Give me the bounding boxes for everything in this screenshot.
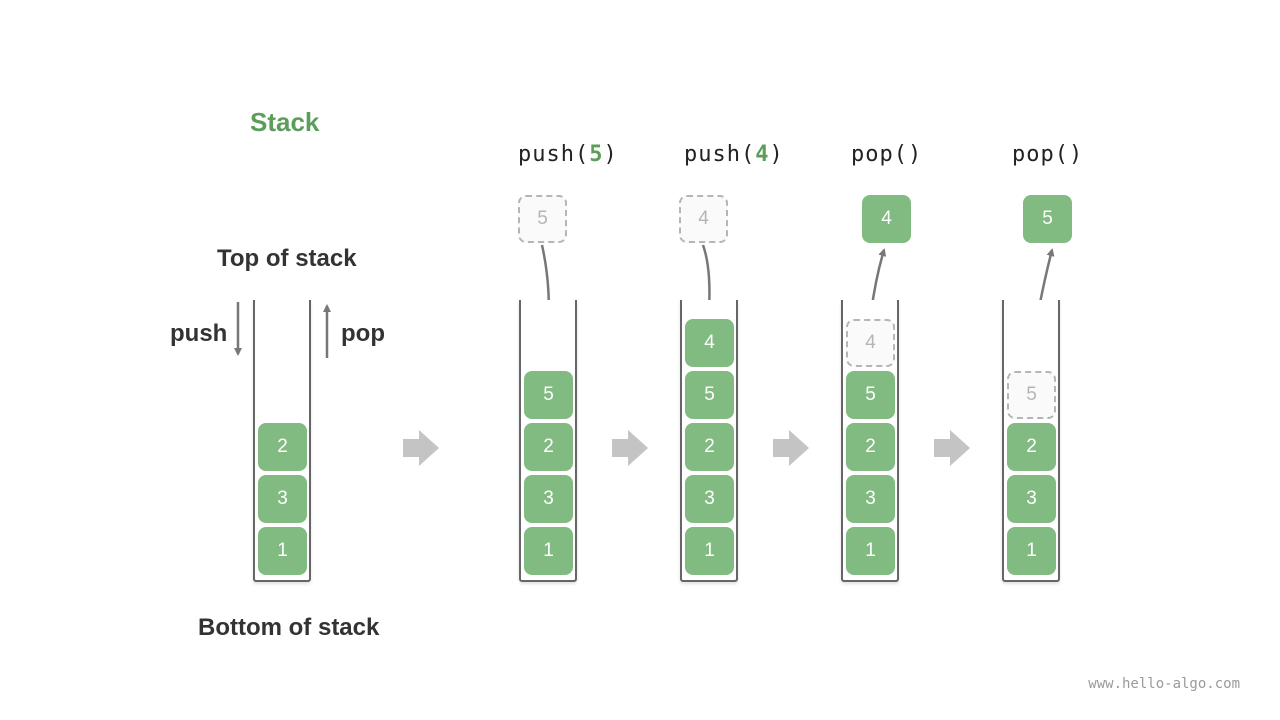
stack-cell: 5 <box>685 371 734 419</box>
operation-paren-open: ( <box>893 142 908 167</box>
bottom-of-stack-label: Bottom of stack <box>198 614 380 641</box>
operation-paren-open: ( <box>740 142 756 167</box>
stack-cell: 5 <box>846 371 895 419</box>
operation-paren-close: ) <box>1069 142 1084 167</box>
operation-paren-open: ( <box>1054 142 1069 167</box>
operation-name: pop <box>851 142 894 167</box>
operation-label: push(5) <box>518 142 618 167</box>
transition-arrow <box>403 430 439 466</box>
top-of-stack-label: Top of stack <box>217 245 357 272</box>
operation-paren-close: ) <box>769 142 784 167</box>
stack-cell: 1 <box>258 527 307 575</box>
operation-name: push <box>518 142 575 167</box>
transition-arrow <box>612 430 648 466</box>
ghost-cell: 4 <box>846 319 895 367</box>
popped-element: 4 <box>862 195 911 243</box>
incoming-element: 5 <box>518 195 567 243</box>
stack-cell: 1 <box>1007 527 1056 575</box>
stack-cell: 5 <box>524 371 573 419</box>
operation-argument: 5 <box>589 142 604 167</box>
incoming-element: 4 <box>679 195 728 243</box>
operation-label: pop() <box>1012 142 1083 167</box>
diagram-title: Stack <box>250 107 320 137</box>
stack-cell: 3 <box>524 475 573 523</box>
popped-element: 5 <box>1023 195 1072 243</box>
stack-cell: 1 <box>846 527 895 575</box>
stack-cell: 2 <box>1007 423 1056 471</box>
operation-name: push <box>684 142 741 167</box>
watermark: www.hello-algo.com <box>1088 676 1240 692</box>
operation-label: push(4) <box>684 142 784 167</box>
stack-cell: 1 <box>685 527 734 575</box>
transition-arrow <box>934 430 970 466</box>
stack-cell: 4 <box>685 319 734 367</box>
ghost-cell: 5 <box>1007 371 1056 419</box>
stack-cell: 3 <box>1007 475 1056 523</box>
stack-cell: 2 <box>258 423 307 471</box>
stack-cell: 1 <box>524 527 573 575</box>
stack-cell: 3 <box>685 475 734 523</box>
stack-cell: 3 <box>258 475 307 523</box>
stack-cell: 2 <box>524 423 573 471</box>
stack-cell: 2 <box>846 423 895 471</box>
operation-argument: 4 <box>755 142 770 167</box>
push-label: push <box>170 320 228 347</box>
transition-arrow <box>773 430 809 466</box>
stack-cell: 2 <box>685 423 734 471</box>
operation-paren-close: ) <box>603 142 618 167</box>
operation-name: pop <box>1012 142 1055 167</box>
stack-cell: 3 <box>846 475 895 523</box>
operation-paren-open: ( <box>574 142 590 167</box>
operation-label: pop() <box>851 142 922 167</box>
operation-paren-close: ) <box>908 142 923 167</box>
pop-label: pop <box>341 320 385 347</box>
